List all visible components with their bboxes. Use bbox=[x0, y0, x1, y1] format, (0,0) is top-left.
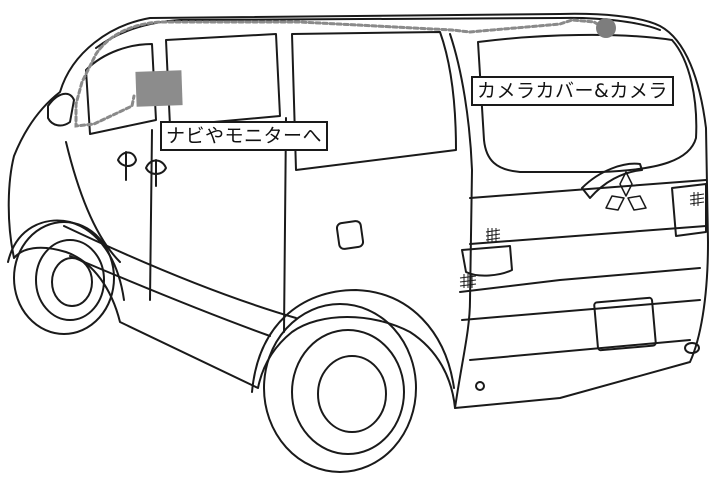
three-diamond-emblem-icon bbox=[605, 171, 647, 211]
side-mirror bbox=[47, 92, 75, 127]
body-crease bbox=[63, 225, 297, 319]
rear-window bbox=[477, 33, 698, 173]
camera-callout-label: カメラカバー&カメラ bbox=[471, 76, 674, 106]
rear-garnish bbox=[469, 179, 707, 245]
monitor-rect-icon bbox=[135, 70, 183, 107]
lamp-hatching bbox=[459, 192, 705, 288]
tail-lamp-right bbox=[671, 183, 707, 237]
tail-lamp-left bbox=[461, 245, 513, 277]
sliding-door-seam bbox=[149, 117, 287, 333]
rear-fender-arch bbox=[251, 289, 455, 393]
front-wheel bbox=[13, 221, 115, 335]
door-handle-slide bbox=[145, 159, 167, 187]
front-door-seam bbox=[65, 141, 121, 263]
license-plate bbox=[593, 296, 657, 352]
door-handle-front bbox=[117, 151, 137, 181]
camera-dot-icon bbox=[596, 18, 616, 38]
van-body-outline bbox=[7, 12, 709, 409]
rear-pillar bbox=[449, 33, 473, 409]
rear-bumper bbox=[459, 267, 701, 361]
sliding-door-window bbox=[165, 33, 281, 127]
side-sill bbox=[69, 255, 271, 337]
rear-reflector bbox=[475, 381, 485, 391]
navigation-callout-label: ナビやモニターへ bbox=[160, 121, 329, 151]
camera-cable-route bbox=[74, 18, 606, 128]
rear-quarter-window bbox=[291, 31, 457, 171]
rear-wheel bbox=[263, 303, 417, 473]
exhaust-pipe bbox=[684, 342, 700, 354]
fuel-lid bbox=[335, 220, 365, 250]
